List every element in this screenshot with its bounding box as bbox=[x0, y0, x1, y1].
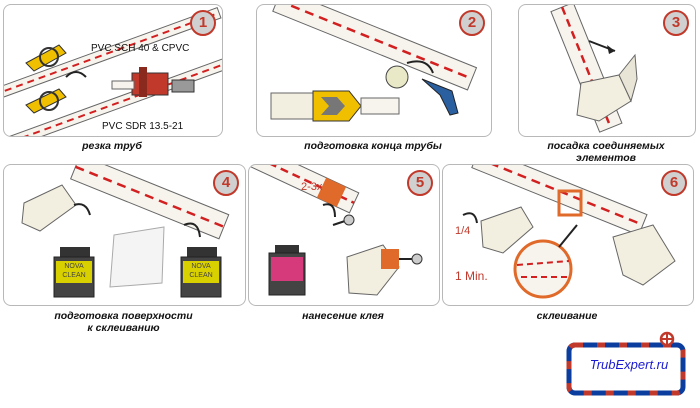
step-5-caption: нанесение клея bbox=[302, 310, 384, 322]
can-right-label: NOVA CLEAN bbox=[189, 263, 213, 279]
pvc-sdr-label: PVC SDR 13.5-21 bbox=[102, 121, 184, 132]
step-2-number: 2 bbox=[459, 10, 485, 36]
step-3-illustration bbox=[550, 5, 638, 133]
step-2-caption: подготовка конца трубы bbox=[304, 140, 442, 152]
step-3-number: 3 bbox=[663, 10, 689, 36]
step-6-illustration bbox=[462, 165, 676, 299]
step-4-caption: подготовка поверхности к склеиванию bbox=[3, 310, 244, 334]
step-4-illustration bbox=[21, 165, 230, 298]
step-4-panel: NOVA CLEAN NOVA CLEAN 4 bbox=[3, 164, 246, 306]
coats-label: 2-3x bbox=[301, 181, 323, 193]
step-6-number: 6 bbox=[661, 170, 687, 196]
step-5-illustration bbox=[249, 165, 423, 296]
trubexpert-logo[interactable] bbox=[563, 331, 690, 403]
one-minute-label: 1 Min. bbox=[455, 269, 488, 283]
step-3-caption-line1: посадка соединяемых bbox=[547, 140, 665, 152]
pvc-sch40-label: PVC SCH 40 & CPVC bbox=[91, 43, 190, 54]
quarter-turn-label: 1/4 bbox=[455, 225, 471, 237]
step-1-illustration bbox=[4, 7, 222, 136]
step-2-panel: 2 bbox=[256, 4, 492, 137]
step-6-caption: склеивание bbox=[536, 310, 598, 322]
step-1-panel: PVC SCH 40 & CPVC PVC SDR 13.5-21 1 bbox=[3, 4, 223, 137]
step-3-caption: посадка соединяемых элементов bbox=[518, 140, 694, 164]
step-4-number: 4 bbox=[213, 170, 239, 196]
step-4-caption-line2: к склеиванию bbox=[87, 322, 160, 334]
step-5-number: 5 bbox=[407, 170, 433, 196]
logo-text[interactable]: TrubExpert.ru bbox=[589, 357, 669, 372]
step-4-caption-line1: подготовка поверхности bbox=[54, 310, 193, 322]
step-2-illustration bbox=[270, 5, 478, 122]
step-3-caption-line2: элементов bbox=[576, 152, 636, 164]
step-5-panel: 2-3x 5 bbox=[248, 164, 440, 306]
step-6-panel: 1/4 1 Min. 6 bbox=[442, 164, 694, 306]
step-1-caption: резка труб bbox=[82, 140, 142, 152]
can-left-label: NOVA CLEAN bbox=[62, 263, 86, 279]
step-3-panel: 3 bbox=[518, 4, 696, 137]
step-1-number: 1 bbox=[190, 10, 216, 36]
